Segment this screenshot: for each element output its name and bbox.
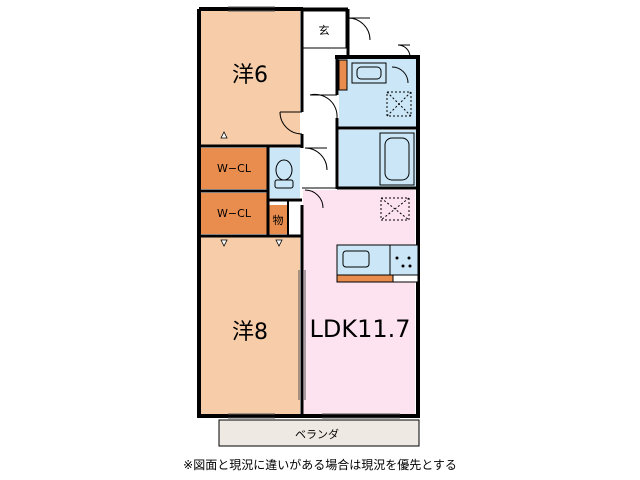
- door-swing-icon: [279, 17, 411, 209]
- ventilation-icon: [380, 197, 410, 221]
- disclaimer-note: ※図面と現況に違いがある場合は現況を優先とする: [183, 458, 457, 472]
- western-room-6: [201, 11, 300, 145]
- closet-2: [201, 193, 268, 234]
- balcony: ベランダ: [218, 419, 420, 447]
- western-8-label: 洋8: [232, 320, 268, 345]
- ldk-room: [303, 190, 415, 414]
- window-icon: [228, 6, 400, 419]
- closet-1-label: W−CL: [217, 162, 252, 175]
- entrance-label: 玄: [319, 23, 330, 37]
- washing-machine-pan-icon: [386, 91, 412, 117]
- kitchen-sink-icon: [342, 250, 370, 268]
- washbasin-icon: [351, 62, 387, 84]
- sliding-door-marker: [220, 131, 283, 247]
- balcony-label: ベランダ: [295, 427, 339, 441]
- stove-icon: [395, 256, 412, 268]
- western-room-8: [201, 237, 300, 414]
- closet-1: [201, 148, 268, 189]
- kitchen-counter: [336, 244, 419, 283]
- western-6-label: 洋6: [232, 63, 268, 88]
- bathtub-icon: [379, 132, 415, 186]
- walls: [197, 7, 420, 418]
- storage-label: 物: [273, 213, 284, 227]
- fridge-space-icon: [392, 274, 419, 283]
- shoe-cabinet: [338, 59, 348, 91]
- storage-room: [268, 205, 288, 234]
- closet-2-label: W−CL: [217, 207, 252, 220]
- toilet-icon: [274, 159, 294, 189]
- ldk-label: LDK11.7: [309, 315, 410, 343]
